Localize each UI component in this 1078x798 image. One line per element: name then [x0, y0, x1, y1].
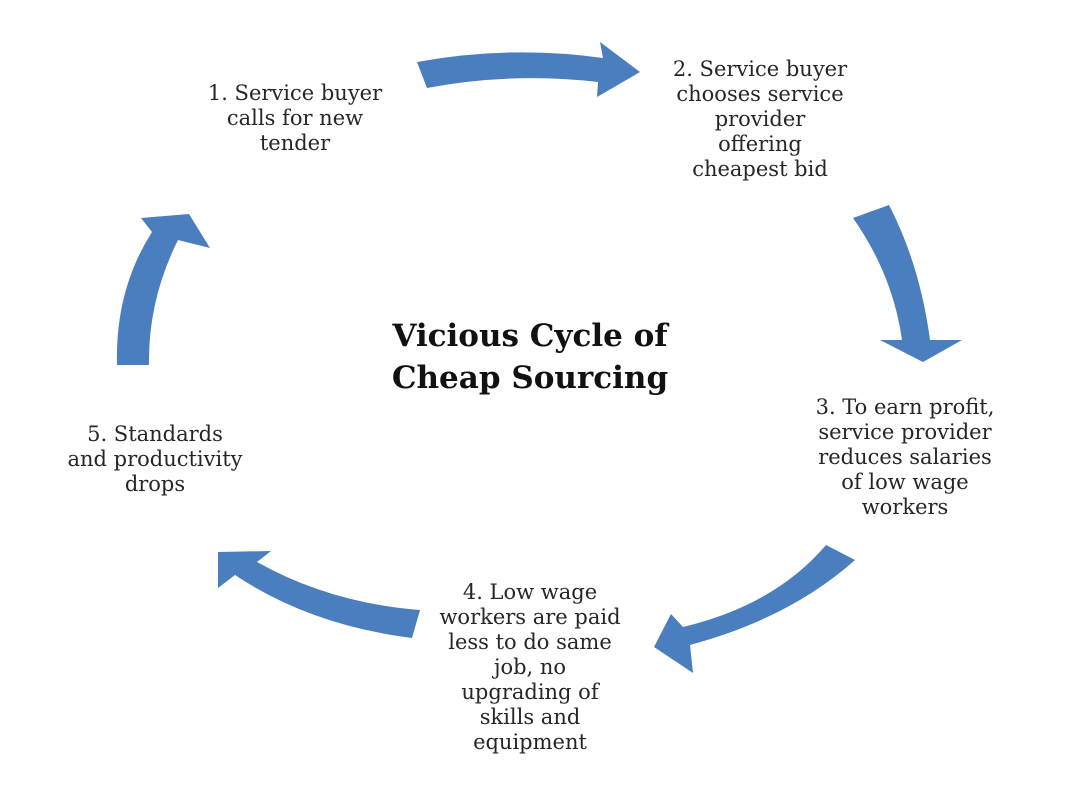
arrow-down-icon [853, 205, 962, 362]
step-3-label: 3. To earn profit, service provider redu… [815, 395, 995, 519]
arrow-up-right-icon [116, 214, 210, 365]
step-2-label: 2. Service buyer chooses service provide… [672, 57, 848, 181]
step-5-label: 5. Standards and productivity drops [67, 422, 243, 496]
arrow-down-left-icon [654, 545, 855, 673]
arrow-right-icon [417, 42, 640, 97]
arrow-up-left-icon [218, 551, 420, 638]
step-4-label: 4. Low wage workers are paid less to do … [439, 580, 621, 754]
diagram-title: Vicious Cycle of Cheap Sourcing [391, 318, 669, 396]
step-1-label: 1. Service buyer calls for new tender [207, 81, 383, 155]
